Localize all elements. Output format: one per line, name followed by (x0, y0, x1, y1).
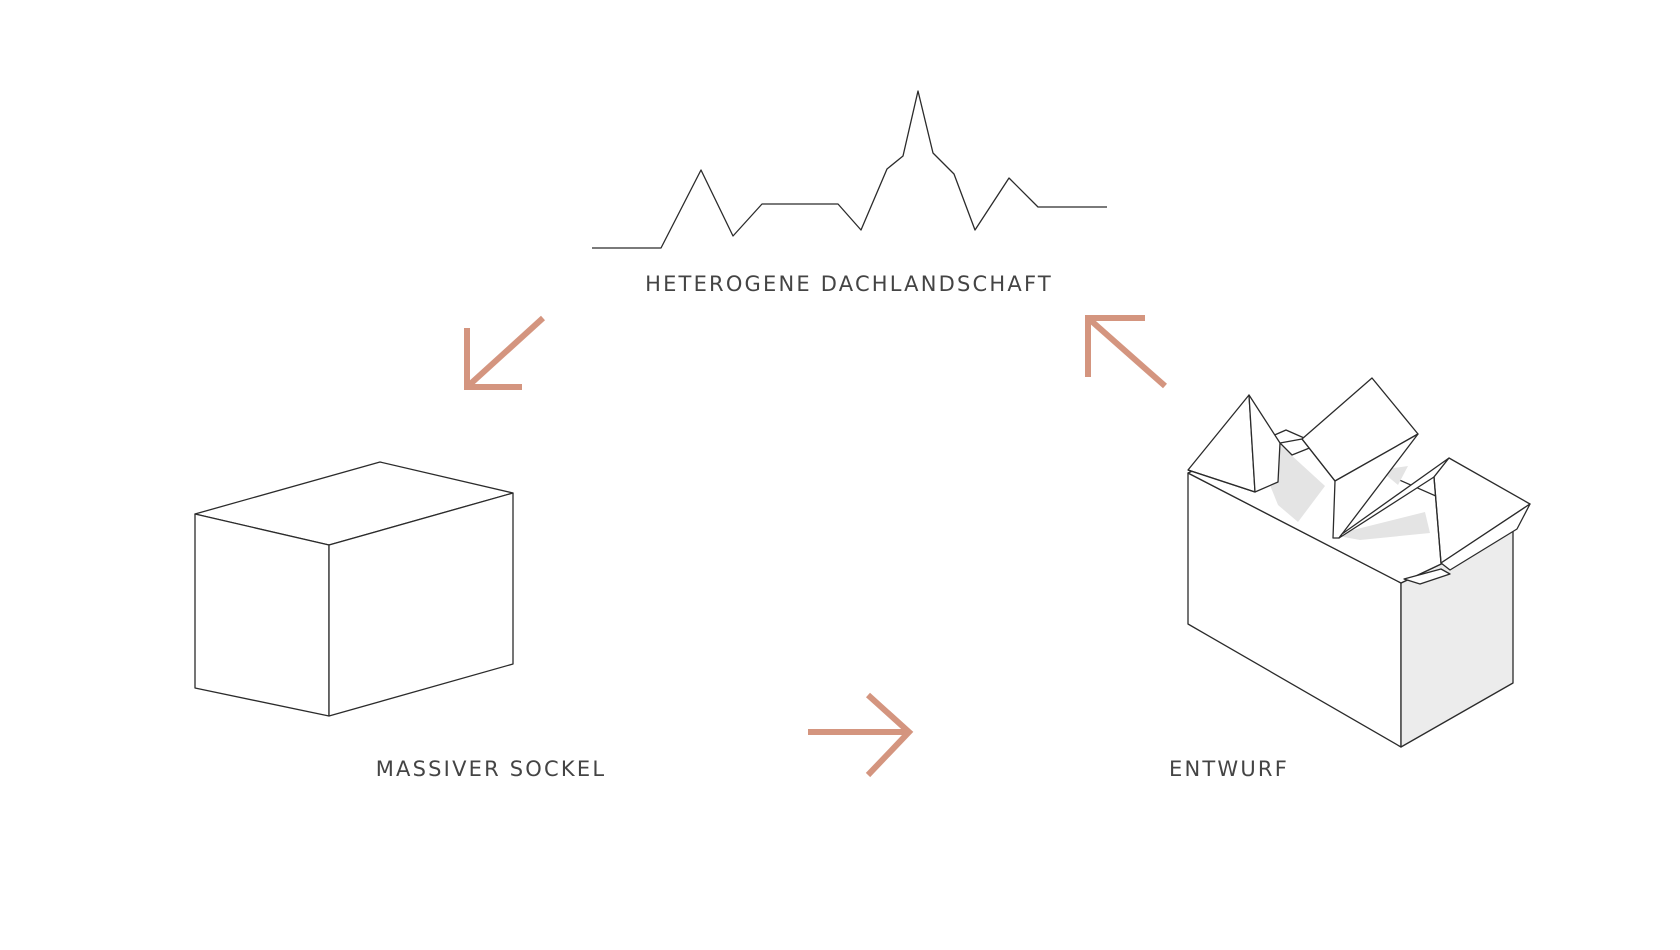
skyline-silhouette (592, 90, 1107, 249)
massive-base-box (194, 461, 514, 717)
base-box-left-face (194, 513, 330, 717)
label-heterogene-dachlandschaft: HETEROGENE DACHLANDSCHAFT (645, 272, 1053, 296)
arrow-to-design (808, 692, 914, 778)
roof-1-front-face (1248, 394, 1281, 493)
label-entwurf: ENTWURF (1168, 757, 1290, 781)
design-building (1187, 377, 1531, 748)
arrow-to-skyline (1085, 315, 1167, 389)
arrow-to-base (464, 315, 546, 390)
roof-3-fold (1433, 476, 1442, 564)
roof-3-front-face (1440, 503, 1531, 571)
roof-shadow-2 (1333, 512, 1430, 540)
roof-2-fold (1301, 438, 1336, 482)
base-box-right-face (328, 492, 514, 717)
roof-1-ridge (1187, 469, 1256, 493)
label-massiver-sockel: MASSIVER SOCKEL (375, 757, 607, 781)
roof-ledge-2 (1403, 568, 1451, 585)
